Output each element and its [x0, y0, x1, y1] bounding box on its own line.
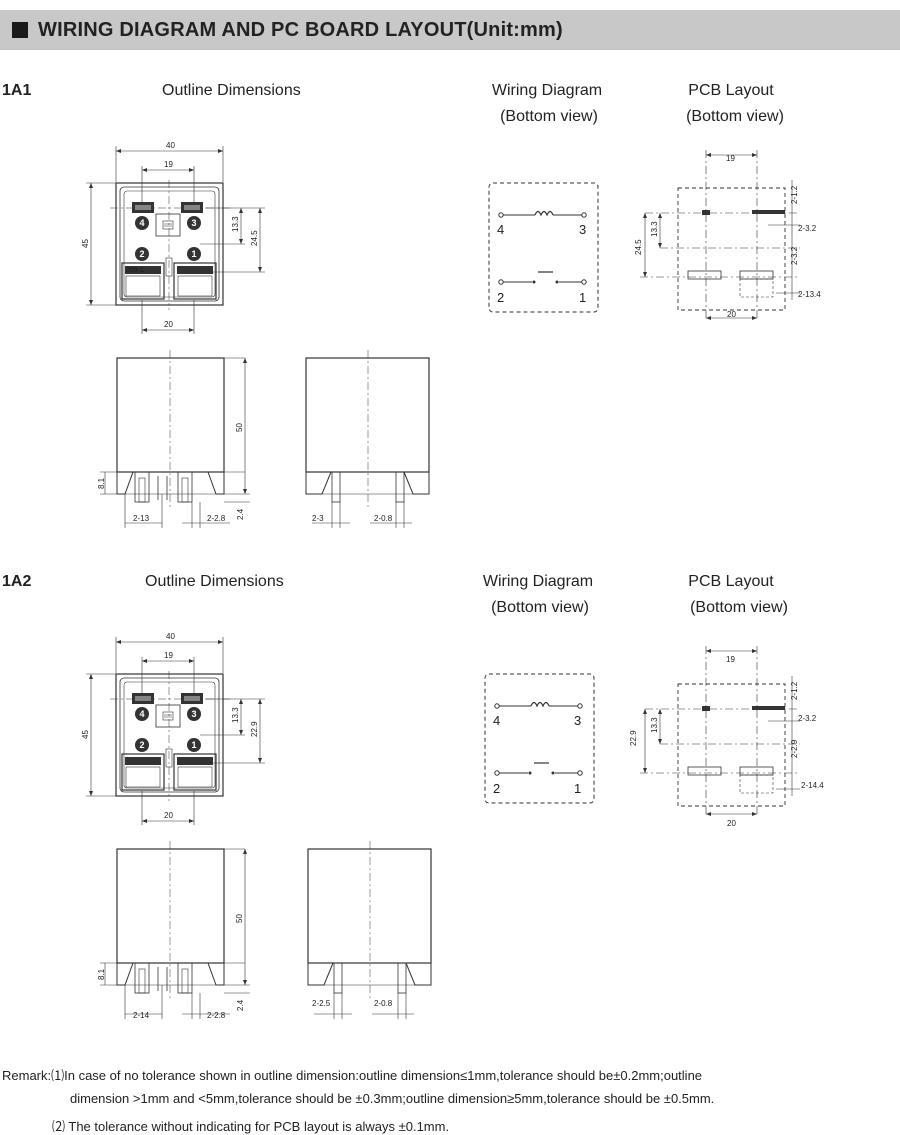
pcb-d2: 24.5: [634, 239, 643, 255]
side-right-a: 2-2.5: [312, 999, 331, 1008]
outline-top-view-1a2: [85, 636, 266, 826]
terminal-mark-3: 3: [191, 709, 196, 719]
pcb-h4: 2-13.4: [798, 290, 821, 299]
dim-d1: 13.3: [231, 216, 240, 232]
dim-bottom: 20: [164, 811, 173, 820]
side-view-front-1a1: [99, 349, 251, 529]
side-right-a: 2-3: [312, 514, 324, 523]
section-header: WIRING DIAGRAM AND PC BOARD LAYOUT(Unit:…: [0, 10, 900, 50]
pcb-top: 19: [726, 154, 735, 163]
dim-pin-span: 19: [164, 160, 173, 169]
terminal-mark-2: 2: [139, 249, 144, 259]
outline-dim-labels-1a1: 40 19 45 13.3 24.5 20 200-1: [81, 141, 259, 329]
pcb-title-1a2: PCB Layout: [688, 573, 774, 590]
header-title: WIRING DIAGRAM AND PC BOARD LAYOUT(Unit:…: [38, 19, 563, 41]
dim-d1: 13.3: [231, 707, 240, 723]
side-pin-width: 2-2.8: [207, 514, 226, 523]
pin-1: 1: [574, 781, 581, 796]
side-tab: 2-13: [133, 514, 150, 523]
pcb-layout-1a2: [639, 645, 801, 817]
pcb-top: 19: [726, 655, 735, 664]
pcb-bottom: 20: [727, 310, 736, 319]
wiring-title-1a1: Wiring Diagram: [491, 82, 603, 99]
terminal-marks-1a1: 4 3 2 1: [139, 218, 196, 259]
pin-3: 3: [579, 222, 586, 237]
terminal-mark-2: 2: [139, 740, 144, 750]
dim-height: 45: [81, 239, 90, 248]
side-dim-labels-1a2: 50 8.1 2-14 2-2.8 2.4 2-2.5 2-0.8: [97, 914, 393, 1020]
side-view-right-1a1: [305, 349, 430, 529]
pin-2: 2: [497, 290, 504, 305]
remark-line-2: dimension >1mm and <5mm,tolerance should…: [70, 1091, 715, 1106]
outline-top-view-1a1: [85, 145, 266, 335]
dim-pin-span: 19: [164, 651, 173, 660]
section-code-1a1: 1A1: [2, 82, 32, 99]
wiring-pins-1a2: 4 3 2 1: [493, 713, 581, 796]
side-right-b: 2-0.8: [374, 999, 393, 1008]
terminal-marks-1a2: 4 3 2 1: [139, 709, 196, 750]
pcb-sub-1a1: (Bottom view): [686, 108, 784, 125]
dim-d2: 24.5: [250, 230, 259, 246]
side-height: 50: [235, 914, 244, 923]
terminal-mark-4: 4: [139, 709, 144, 719]
pcb-h2: 2-3.2: [798, 714, 817, 723]
side-flange: 8.1: [97, 968, 106, 980]
pin-1: 1: [579, 290, 586, 305]
side-right-b: 2-0.8: [374, 514, 393, 523]
side-flange: 8.1: [97, 477, 106, 489]
pcb-layout-1a1: [639, 149, 801, 321]
terminal-mark-4: 4: [139, 218, 144, 228]
side-height: 50: [235, 423, 244, 432]
side-pin-length: 2.4: [236, 999, 245, 1011]
section-code-1a2: 1A2: [2, 573, 32, 590]
dim-width: 40: [166, 141, 175, 150]
pin-3: 3: [574, 713, 581, 728]
wiring-pins-1a1: 4 3 2 1: [497, 222, 586, 305]
pin-4: 4: [493, 713, 500, 728]
pcb-sub-1a2: (Bottom view): [690, 599, 788, 616]
wiring-sub-1a1: (Bottom view): [500, 108, 598, 125]
side-dim-labels-1a1: 50 8.1 2-13 2-2.8 2.4 2-3 2-0.8: [97, 423, 393, 523]
pcb-d2: 22.9: [629, 730, 638, 746]
pcb-h3: 2-2.9: [790, 739, 799, 758]
pin-2: 2: [493, 781, 500, 796]
dim-height: 45: [81, 730, 90, 739]
pcb-d1: 13.3: [650, 221, 659, 237]
pcb-h2: 2-3.2: [798, 224, 817, 233]
dim-width: 40: [166, 632, 175, 641]
side-pin-length: 2.4: [236, 508, 245, 520]
pcb-dim-labels-1a2: 19 13.3 22.9 2-1.2 2-3.2 2-2.9 2-14.4 20: [629, 655, 824, 828]
wiring-sub-1a2: (Bottom view): [491, 599, 589, 616]
terminal-mark-1: 1: [191, 740, 196, 750]
remark-line-3: ⑵ The tolerance without indicating for P…: [52, 1119, 450, 1134]
terminal-label: 200-1: [126, 267, 144, 274]
header-square-icon: [12, 22, 28, 38]
side-view-right-1a2: [307, 840, 432, 1020]
pcb-h4: 2-14.4: [801, 781, 824, 790]
side-view-front-1a2: [99, 840, 251, 1020]
terminal-mark-3: 3: [191, 218, 196, 228]
pcb-h3: 2-3.2: [790, 246, 799, 265]
side-pin-width: 2-2.8: [207, 1011, 226, 1020]
outline-title-1a1: Outline Dimensions: [162, 82, 301, 99]
pcb-h1: 2-1.2: [790, 185, 799, 204]
terminal-mark-1: 1: [191, 249, 196, 259]
outline-title-1a2: Outline Dimensions: [145, 573, 284, 590]
pcb-h1: 2-1.2: [790, 681, 799, 700]
dim-bottom: 20: [164, 320, 173, 329]
pcb-dim-labels-1a1: 19 13.3 24.5 2-1.2 2-3.2 2-3.2 2-13.4 20: [634, 154, 821, 319]
pin-4: 4: [497, 222, 504, 237]
pcb-title-1a1: PCB Layout: [688, 82, 774, 99]
pcb-d1: 13.3: [650, 717, 659, 733]
remark-line-1: Remark:⑴In case of no tolerance shown in…: [2, 1068, 703, 1083]
dim-d2: 22.9: [250, 721, 259, 737]
wiring-title-1a2: Wiring Diagram: [482, 573, 594, 590]
side-tab: 2-14: [133, 1011, 150, 1020]
pcb-bottom: 20: [727, 819, 736, 828]
outline-dim-labels-1a2: 40 19 45 13.3 22.9 20: [81, 632, 259, 820]
